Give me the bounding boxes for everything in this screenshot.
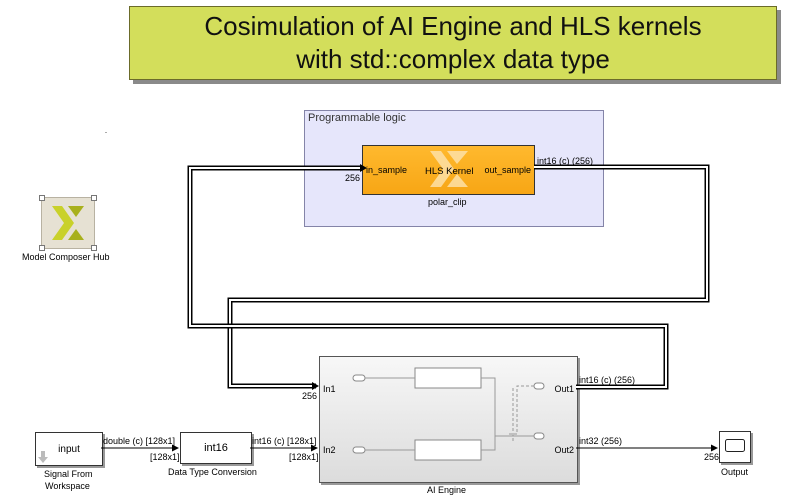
hls-kernel-name: polar_clip <box>428 197 467 207</box>
selection-handle[interactable] <box>39 245 45 251</box>
ai-engine-internal-graph <box>352 367 545 461</box>
data-type-conversion-in-width-label: [128x1] <box>150 452 180 462</box>
ai-engine-in2-width-label: [128x1] <box>289 452 319 462</box>
data-type-conversion-name: Data Type Conversion <box>168 467 257 477</box>
arrow-down-icon <box>38 451 48 463</box>
hls-input-port-label: in_sample <box>366 165 408 175</box>
ai-engine-out1-label: Out1 <box>554 384 574 394</box>
selection-handle[interactable] <box>39 195 45 201</box>
signal-from-workspace-name-2: Workspace <box>45 481 90 491</box>
xilinx-logo-icon <box>52 206 84 240</box>
selection-handle[interactable] <box>91 195 97 201</box>
hls-output-signal-label: int16 (c) (256) <box>537 156 594 166</box>
xilinx-logo-icon <box>430 151 468 187</box>
selection-handle[interactable] <box>91 245 97 251</box>
output-scope-name: Output <box>721 467 749 477</box>
hls-kernel-title: HLS Kernel <box>425 166 474 177</box>
ai-engine-out2-label: Out2 <box>554 445 574 455</box>
output-scope-width-label: 256 <box>704 452 720 462</box>
hls-kernel-block[interactable]: in_sample HLS Kernel out_sample <box>362 145 535 195</box>
model-composer-hub-block[interactable] <box>39 195 97 251</box>
data-type-conversion-block[interactable]: int16 <box>180 432 252 464</box>
ai-engine-out2-signal-label: int32 (256) <box>579 436 623 446</box>
ai-engine-in2-label: In2 <box>323 445 336 455</box>
output-scope-block[interactable] <box>719 431 751 463</box>
signal-from-workspace-out-label: double (c) [128x1] <box>103 436 176 446</box>
ai-engine-in1-width-label: 256 <box>302 391 318 401</box>
ai-engine-in1-label: In1 <box>323 384 336 394</box>
hls-output-port-label: out_sample <box>484 165 531 175</box>
ai-engine-out1-signal-label: int16 (c) (256) <box>579 375 636 385</box>
data-type-conversion-value: int16 <box>204 442 228 454</box>
stray-mark <box>105 132 107 133</box>
title-line-1: Cosimulation of AI Engine and HLS kernel… <box>204 11 702 41</box>
signal-from-workspace-name-1: Signal From <box>44 469 93 479</box>
title-line-2: with std::complex data type <box>296 44 610 74</box>
scope-screen-icon <box>725 439 745 452</box>
hub-caption: Model Composer Hub <box>22 252 110 262</box>
programmable-logic-label: Programmable logic <box>308 112 406 124</box>
data-type-conversion-out-label: int16 (c) [128x1] <box>252 436 317 446</box>
hls-input-width-label: 256 <box>345 173 361 183</box>
signal-from-workspace-value: input <box>58 444 80 455</box>
signal-from-workspace-block[interactable]: input <box>35 432 103 466</box>
ai-engine-name: AI Engine <box>427 485 467 495</box>
diagram-title: Cosimulation of AI Engine and HLS kernel… <box>129 6 777 80</box>
